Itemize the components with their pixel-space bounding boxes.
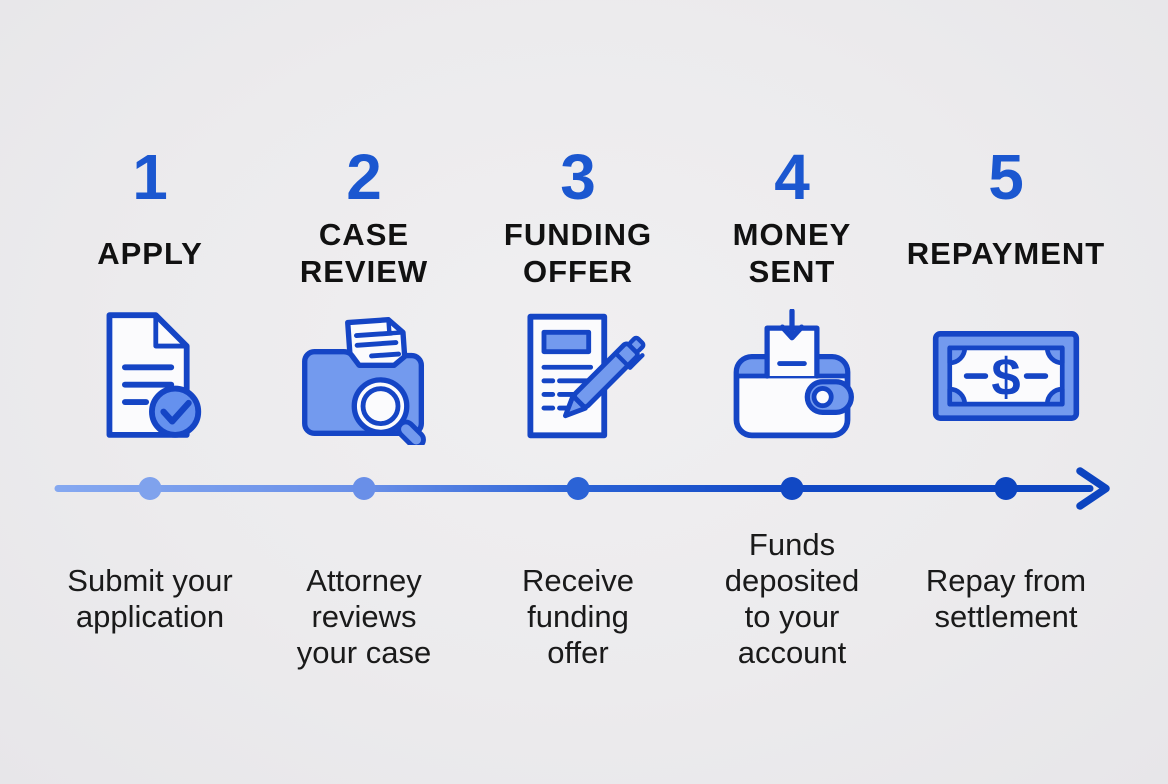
step-number: 3 — [560, 141, 596, 213]
step-number: 1 — [132, 141, 168, 213]
step-title: FUNDING OFFER — [503, 217, 653, 289]
step-title: APPLY — [97, 235, 203, 271]
timeline-dot — [352, 477, 376, 500]
step-icon — [509, 300, 647, 452]
step-5: 5 REPAYMENT $ — [899, 142, 1113, 452]
step-number: 2 — [346, 141, 382, 213]
step-4: 4 MONEY SENT — [685, 142, 899, 452]
step-icon: $ — [931, 300, 1081, 452]
step-caption: Attorney reviews your case — [296, 563, 432, 670]
wallet-deposit-icon — [733, 309, 854, 439]
timeline-dot — [138, 477, 162, 500]
svg-text:$: $ — [991, 348, 1020, 407]
step-caption: Receive funding offer — [522, 563, 634, 670]
timeline-dot — [566, 477, 590, 500]
step-number: 5 — [988, 141, 1024, 213]
step-3: 3 FUNDING OFFER — [471, 142, 685, 452]
document-check-icon — [106, 312, 202, 438]
step-caption: Repay from settlement — [925, 563, 1087, 634]
timeline — [54, 467, 1110, 510]
step-caption: Funds deposited to your account — [724, 527, 860, 670]
folder-search-icon — [302, 317, 426, 445]
timeline-dot — [994, 477, 1018, 500]
step-icon — [295, 300, 433, 452]
step-number: 4 — [774, 141, 810, 213]
step-icon — [94, 300, 206, 452]
step-title: MONEY SENT — [732, 217, 852, 289]
captions-row: Submit your application Attorney reviews… — [43, 527, 1113, 671]
document-pen-icon — [527, 313, 646, 439]
timeline-dot — [780, 477, 804, 500]
step-caption: Submit your application — [67, 563, 233, 634]
step-2: 2 CASE REVIEW — [257, 142, 471, 452]
dollar-bill-icon: $ — [932, 331, 1080, 421]
steps-row: 1 APPLY 2 CASE REVIEW — [43, 142, 1113, 452]
step-1: 1 APPLY — [43, 142, 257, 452]
step-title: REPAYMENT — [906, 235, 1106, 271]
arrow-right-icon — [1076, 467, 1110, 510]
step-icon — [725, 300, 859, 452]
step-title: CASE REVIEW — [299, 217, 429, 289]
